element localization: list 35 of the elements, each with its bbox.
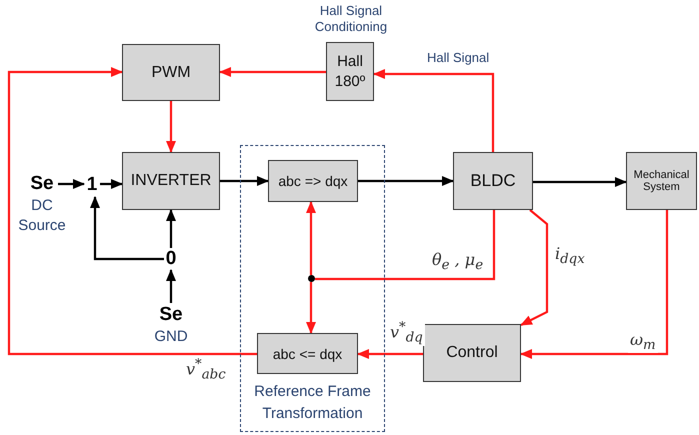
arrow: [520, 210, 668, 359]
arrow: [520, 209, 548, 326]
node-label: GND: [153, 327, 189, 347]
block-heading: Hall Signal Conditioning: [314, 3, 388, 35]
arrow: [166, 269, 176, 303]
arrow: [357, 349, 423, 359]
arrow: [533, 177, 627, 187]
arrow: [306, 282, 316, 334]
edge-label: i$_{dqx}$: [553, 244, 587, 268]
arrow: [58, 179, 85, 189]
arrow: [90, 196, 164, 260]
process-box: Control: [423, 324, 521, 382]
process-box: INVERTER: [122, 152, 220, 210]
node-label: DC Source: [17, 196, 67, 236]
process-box: abc => dqx: [268, 160, 358, 202]
process-box: BLDC: [453, 152, 533, 210]
arrow: [373, 69, 494, 152]
arrow: [219, 67, 326, 77]
arrow: [220, 176, 269, 186]
dashed-group: [240, 145, 385, 432]
arrow: [166, 101, 176, 153]
process-box: PWM: [122, 44, 220, 101]
block-label: Hall 180º: [334, 52, 366, 92]
port-label: 0: [164, 248, 178, 270]
arrow: [100, 179, 123, 189]
arrow: [358, 176, 454, 186]
edge-label: Hall Signal: [425, 50, 492, 65]
port-label: 1: [84, 173, 100, 197]
process-box: abc <= dqx: [257, 333, 358, 374]
arrow: [306, 201, 316, 275]
group-title: Reference Frame Transformation: [253, 382, 372, 424]
arrow: [166, 209, 176, 248]
process-box: Mechanical System: [626, 152, 697, 210]
arrow: [8, 67, 257, 356]
junction-dot: [308, 275, 315, 282]
